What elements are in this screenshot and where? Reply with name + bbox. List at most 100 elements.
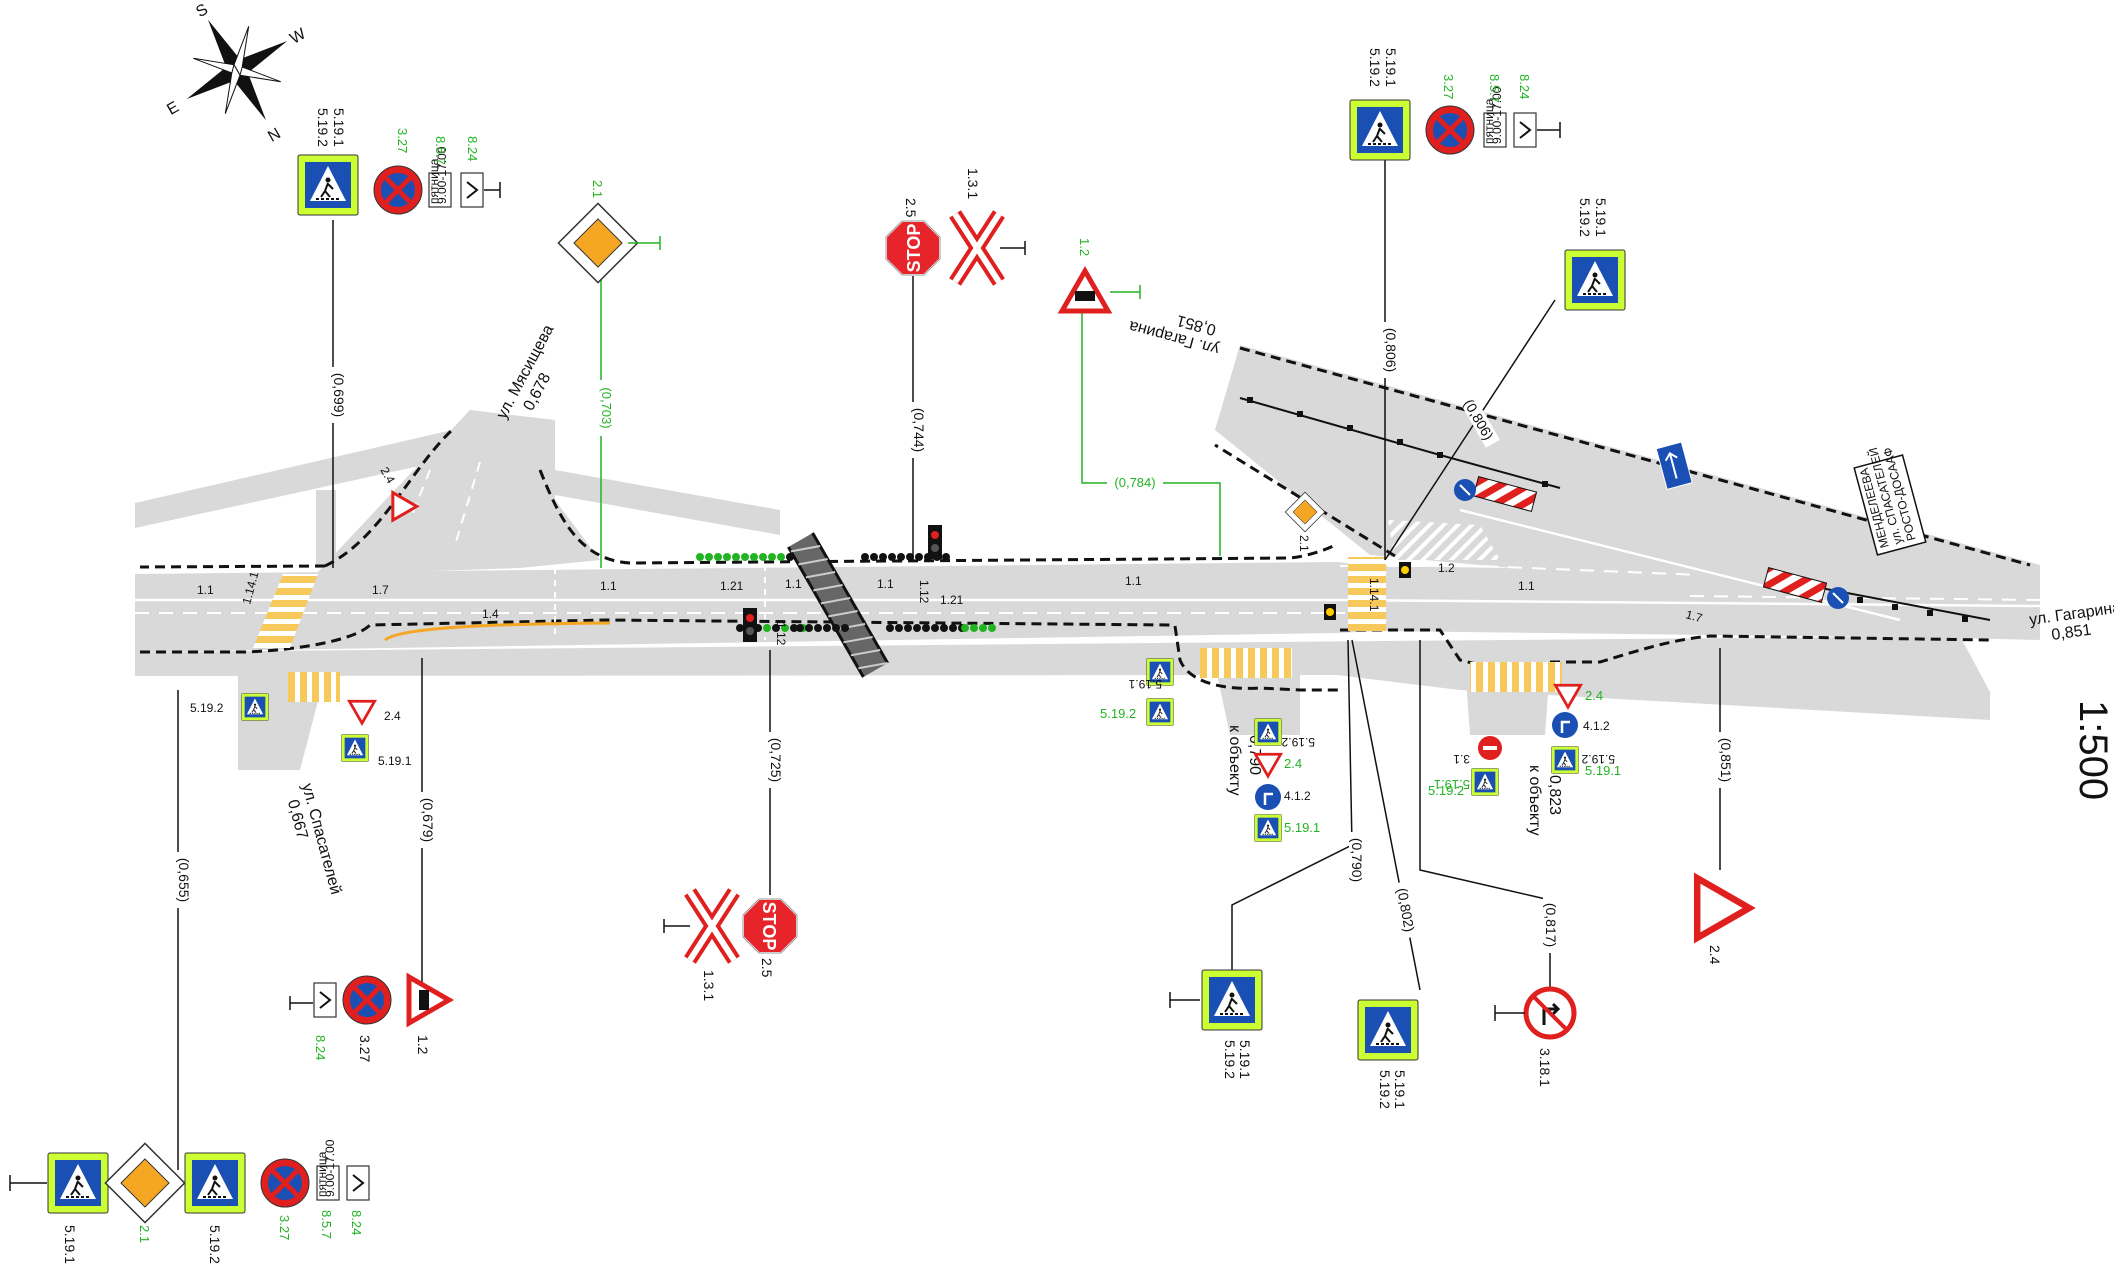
barrier-post xyxy=(1397,439,1403,445)
barrier-post xyxy=(1927,610,1933,616)
marking-label: 1.2 xyxy=(1438,561,1455,575)
sign-code: 8.24 xyxy=(465,136,480,161)
bollard-dot xyxy=(988,624,996,632)
pedestrian-crossing-sign-icon xyxy=(1471,768,1499,796)
sign-code: 5.19.1 xyxy=(1383,48,1399,87)
bollard-dot xyxy=(714,553,722,561)
sign-pedestrian-south-2: 5.19.2 5.19.1 xyxy=(1357,999,1419,1109)
marking-label: 1.4 xyxy=(482,607,499,621)
distance-label: (0,802) xyxy=(1394,887,1417,933)
traffic-light-1 xyxy=(928,525,942,559)
bollard-dot xyxy=(897,553,905,561)
bollard-dot xyxy=(732,553,740,561)
sign-code: 5.19.1 xyxy=(62,1225,78,1264)
left-curb xyxy=(316,490,336,568)
traffic-light-2 xyxy=(743,608,757,642)
no-turn-sign-icon xyxy=(1523,986,1577,1040)
crosswalk-west xyxy=(253,574,318,648)
barrier-post xyxy=(1542,481,1548,487)
sign-code: 2.1 xyxy=(590,180,605,198)
sign-group-object-2: 2.4 4.1.2 5.19.1 5.19.2 3.1 5.19.1 5.19.… xyxy=(1428,683,1621,798)
svg-text:9.00-17.00: 9.00-17.00 xyxy=(435,146,449,204)
sign-code: 5.19.2 xyxy=(1581,752,1615,766)
bollard-dot xyxy=(861,553,869,561)
compass-letter: N xyxy=(265,125,284,146)
marking-label: 1.21 xyxy=(940,593,964,607)
barrier-post xyxy=(1347,425,1353,431)
detour-sign-1 xyxy=(1454,479,1476,501)
bollard-dot xyxy=(823,624,831,632)
traffic-light-4 xyxy=(1324,604,1336,620)
sign-main-road-east: 2.1 xyxy=(1284,491,1326,552)
pedestrian-crossing-sign-icon xyxy=(1551,746,1579,774)
no-entry-sign-icon xyxy=(1478,736,1502,760)
plate-tow-truck-icon xyxy=(313,982,337,1018)
pedestrian-crossing-sign-icon xyxy=(184,1152,246,1214)
sign-stop-bottom: STOP 1.3.1 2.5 xyxy=(663,892,798,1001)
main-road-sign-icon xyxy=(557,202,639,284)
bollard-dot xyxy=(741,553,749,561)
traffic-lights xyxy=(743,525,1411,642)
sign-code: 5.19.1 xyxy=(1434,777,1470,792)
sign-code: 3.27 xyxy=(357,1035,373,1062)
sign-code: 2.4 xyxy=(1284,756,1302,771)
marking-labels: 1.1 1.7 1.1 1.21 1.1 1.1 1.1 1.2 1.1 1.7… xyxy=(197,561,1704,646)
no-stopping-sign-icon xyxy=(374,166,422,214)
marking-label: 1.1 xyxy=(1518,579,1535,593)
distance-label: (0,790) xyxy=(1349,838,1365,882)
bollard-dot xyxy=(696,553,704,561)
sign-code: 3.18.1 xyxy=(1537,1048,1553,1087)
plate-tow-truck-icon xyxy=(460,172,484,208)
crosswalk-spasateley xyxy=(288,672,340,702)
bollard-dot xyxy=(768,553,776,561)
sign-code: 8.24 xyxy=(349,1210,364,1235)
bollard-dot xyxy=(790,624,798,632)
bollard-dot xyxy=(750,553,758,561)
barrier-post xyxy=(1247,397,1253,403)
bollard-dot xyxy=(805,624,813,632)
sign-code: 3.27 xyxy=(277,1215,292,1240)
distance-label: (0,703) xyxy=(599,387,614,428)
side-road-left xyxy=(135,427,470,528)
sign-code: 5.19.2 xyxy=(190,701,224,715)
scale-title: 1:500 xyxy=(2071,700,2114,800)
railway-crossing-cross-sign-icon xyxy=(955,214,999,282)
sign-code: 5.19.1 xyxy=(1392,1070,1408,1109)
object-2-km: 0,823 xyxy=(1546,775,1563,815)
no-stopping-sign-icon xyxy=(261,1159,309,1207)
distance-label: (0,725) xyxy=(768,738,784,782)
bollard-dot xyxy=(895,624,903,632)
sign-code: 3.27 xyxy=(395,128,410,153)
compass-letter: W xyxy=(287,25,309,48)
sign-code: 8.5.7 xyxy=(319,1210,334,1239)
sign-code: 5.19.2 xyxy=(315,108,331,147)
bollard-dot xyxy=(796,624,804,632)
marking-label: 1.1 xyxy=(600,579,617,593)
sign-code: 5.19.2 xyxy=(1577,198,1593,237)
svg-text:9.00-17.00: 9.00-17.00 xyxy=(1490,86,1504,144)
bollard-dot xyxy=(832,624,840,632)
sign-code: 5.19.1 xyxy=(1237,1040,1253,1079)
marking-label: 1.1 xyxy=(785,577,802,591)
bollard-dot xyxy=(904,624,912,632)
barrier-post xyxy=(1962,616,1968,622)
dot-rows xyxy=(696,553,996,632)
sign-code: 5.19.1 xyxy=(378,754,412,768)
sign-yield-se: 2.4 xyxy=(1697,878,1749,965)
svg-text:пятница: пятница xyxy=(1482,98,1496,144)
bollard-dot xyxy=(913,624,921,632)
crosswalk-object-1 xyxy=(1200,648,1292,678)
sign-group-object-1: 5.19.1 5.19.2 5.19.2 2.4 4.1.2 5.19.1 xyxy=(1100,658,1320,842)
sign-code: 8.24 xyxy=(1517,74,1532,99)
sign-code: 5.19.1 xyxy=(1128,677,1162,691)
compass-rose: S W E N xyxy=(164,1,309,146)
marking-label: 1.12 xyxy=(774,622,788,646)
stop-sign-icon: STOP xyxy=(885,220,941,276)
sign-code: 5.19.1 xyxy=(1593,198,1609,237)
service-road xyxy=(135,636,1990,720)
sign-stop-top: STOP 2.5 1.3.1 xyxy=(885,168,1026,282)
sign-pedestrian-ne2: 5.19.2 5.19.1 xyxy=(1564,198,1626,311)
pedestrian-crossing-sign-icon xyxy=(1349,99,1411,161)
